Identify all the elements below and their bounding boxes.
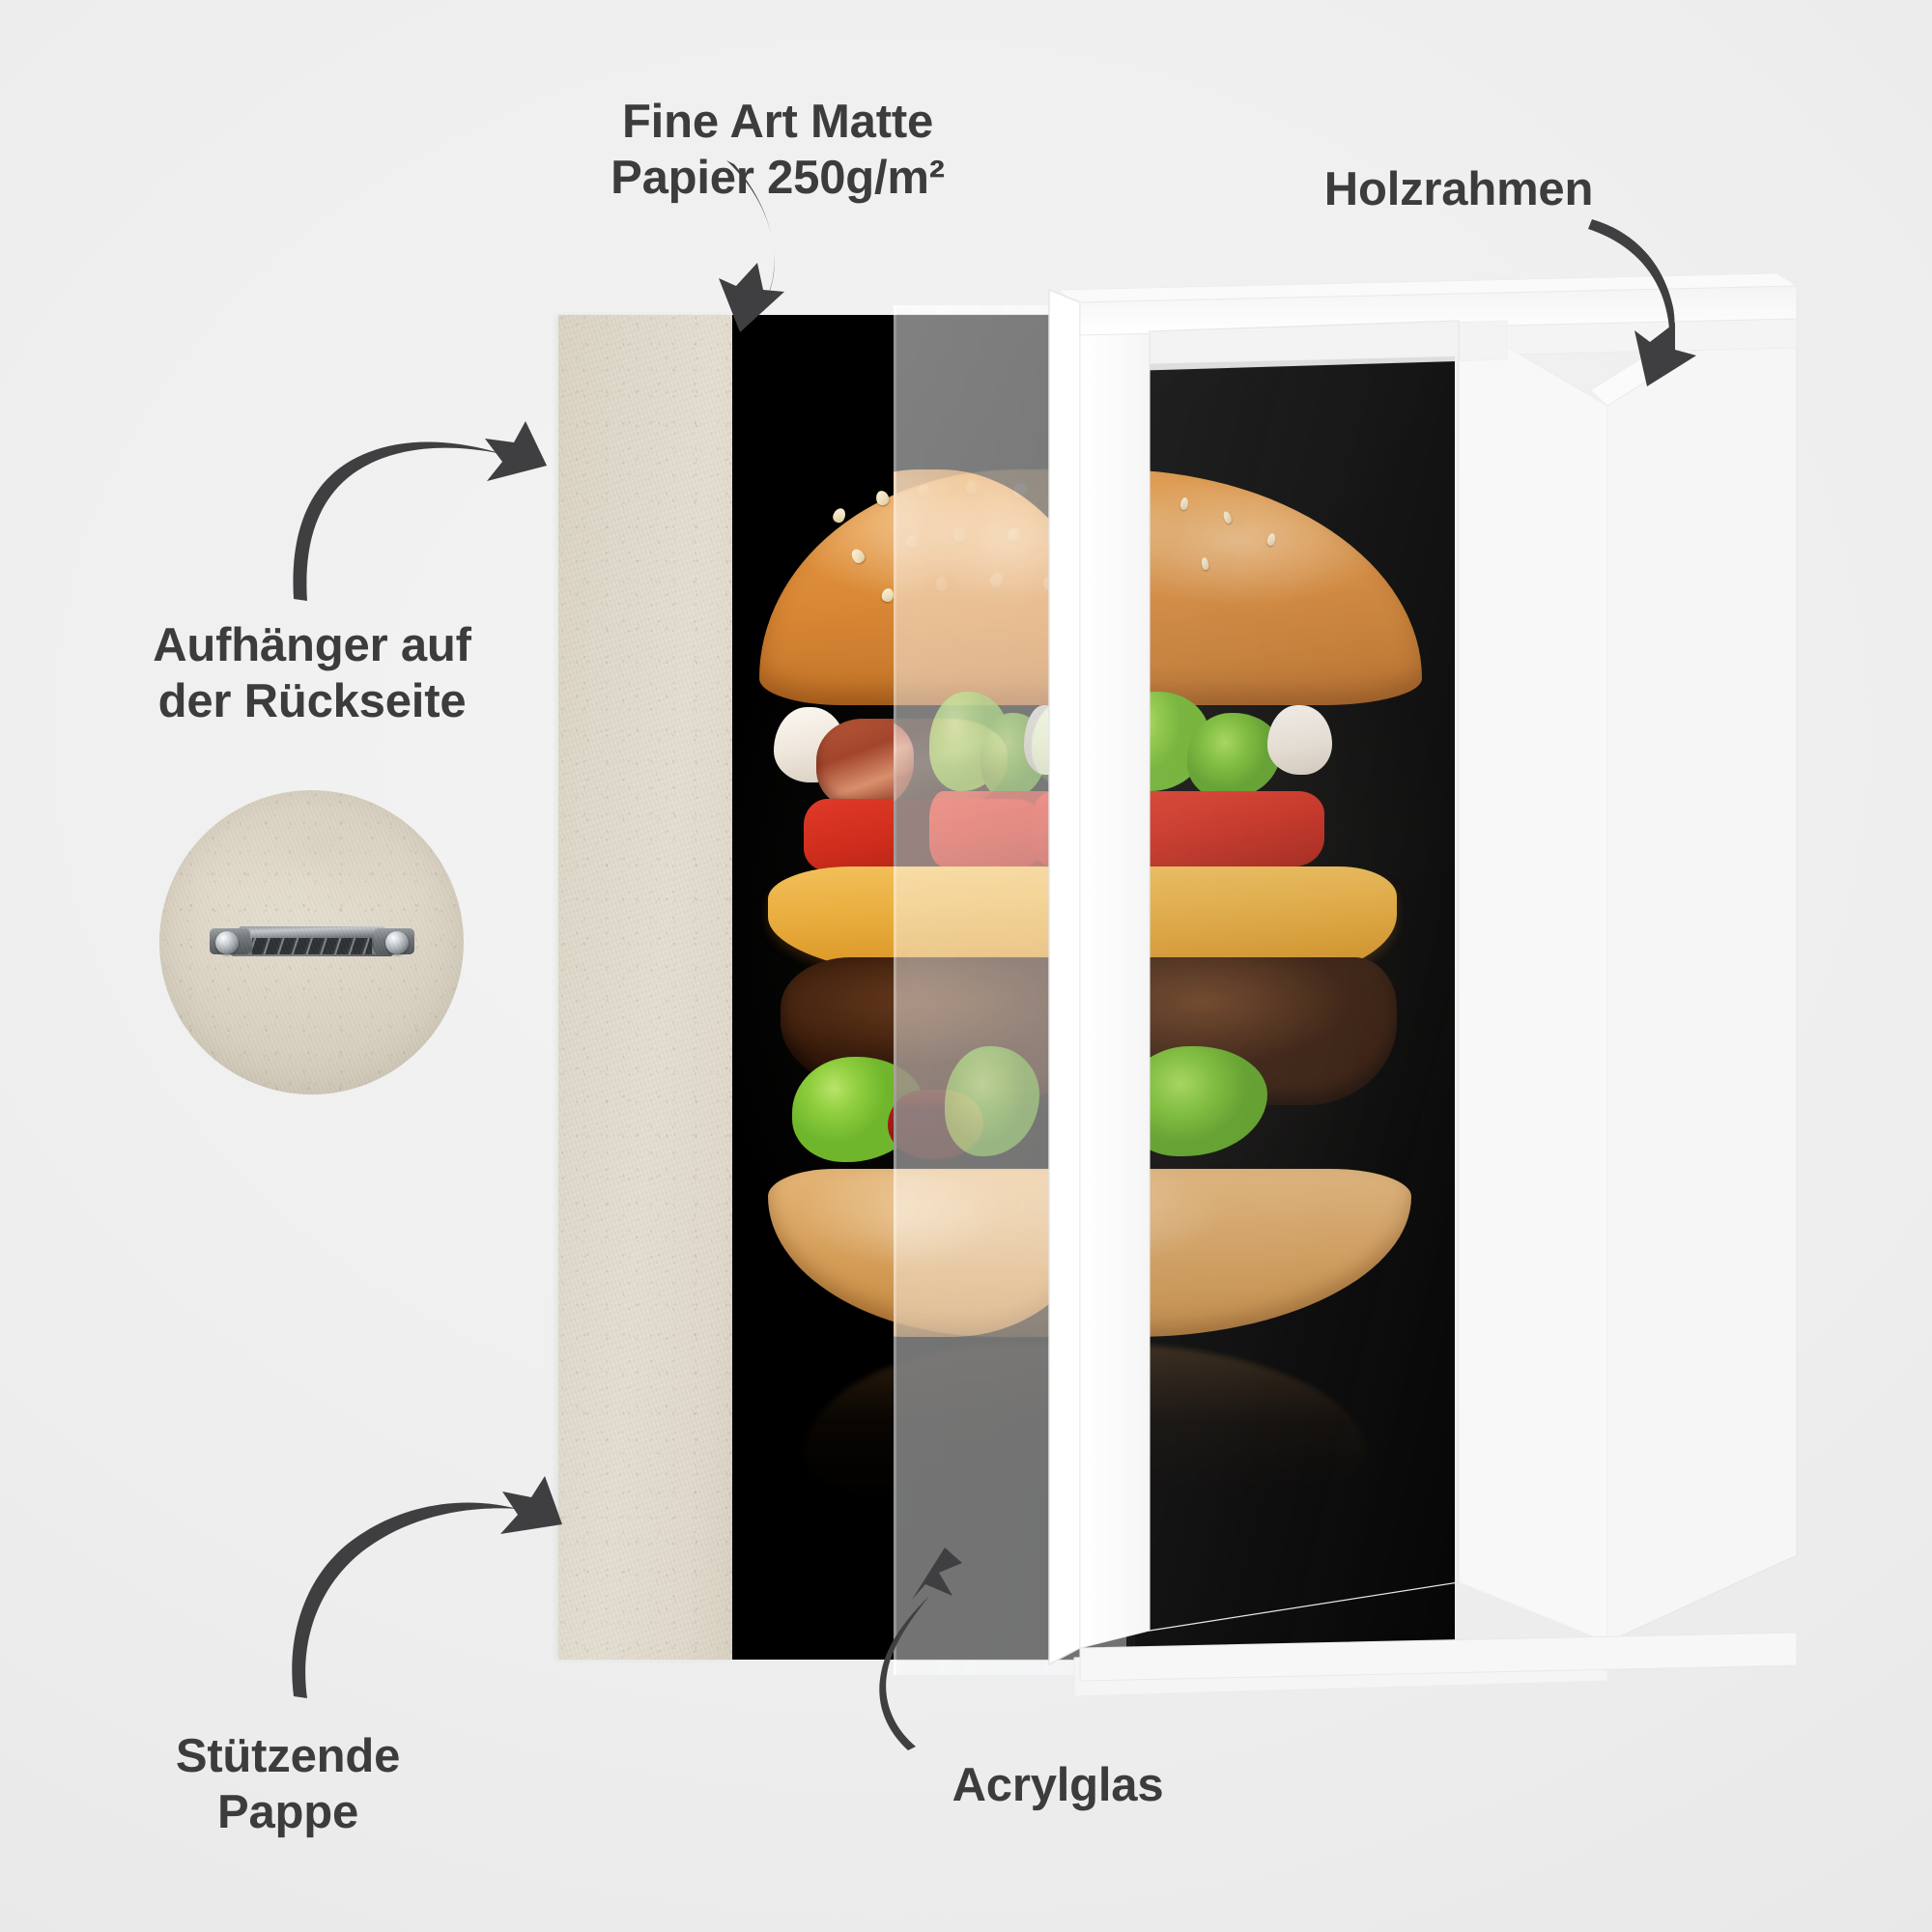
label-aufhaenger: Aufhänger auf der Rückseite — [153, 619, 471, 727]
label-fine-art-paper: Fine Art Matte Papier 250g/m² — [611, 96, 945, 204]
label-acrylglas: Acrylglas — [952, 1759, 1164, 1811]
label-stuetzende-pappe: Stützende Pappe — [175, 1730, 401, 1838]
sawtooth-hanger-icon — [210, 921, 414, 961]
hanger-detail-circle — [159, 790, 464, 1094]
layer-stuetzende-pappe — [558, 315, 732, 1660]
label-holzrahmen: Holzrahmen — [1323, 163, 1594, 215]
layer-acrylglas — [894, 305, 1135, 1675]
artwork-in-frame — [1126, 315, 1455, 1660]
acrylglas-left-edge — [894, 305, 896, 1675]
